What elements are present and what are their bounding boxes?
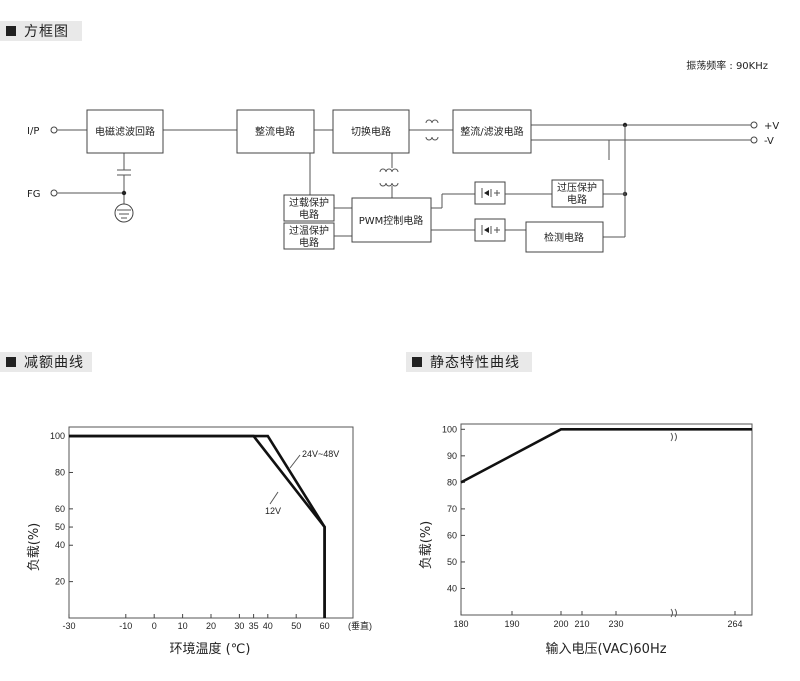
x-tick-label: 10 (178, 621, 188, 631)
static-characteristic-chart: 100 90 80 70 60 50 40 180 190 200 210 230 264 输入电压(… (419, 423, 753, 657)
section-title: 方框图 (24, 24, 69, 40)
input-terminal (50, 126, 58, 134)
square-bullet-icon (6, 357, 16, 367)
x-tick-label: 264 (727, 619, 742, 629)
square-bullet-icon (412, 357, 422, 367)
rectifier-block (236, 109, 315, 154)
y-tick-label: 20 (55, 577, 65, 587)
series-label-12v: 12V (265, 506, 281, 516)
y-tick-label: 90 (447, 451, 457, 461)
oscillation-frequency: 振荡频率 : 90KHz (686, 59, 768, 72)
switching-block (332, 109, 410, 154)
series-line-load (460, 427, 752, 484)
ground-icon (114, 203, 134, 223)
x-tick-label: 230 (608, 619, 623, 629)
rect-filter-block (452, 109, 532, 154)
x-tick-label: 35 (249, 621, 259, 631)
section-header-block-diagram: 方框图 (0, 21, 82, 41)
x-axis-label: 输入电压(VAC)60Hz (545, 641, 666, 657)
y-axis-label: 负载(%) (27, 523, 42, 572)
x-tick-label: 60 (320, 621, 330, 631)
chart-frame (460, 423, 753, 616)
x-tick-label: 50 (291, 621, 301, 631)
y-tick-label: 70 (447, 504, 457, 514)
output-negative-label: -V (764, 136, 774, 147)
x-axis-label: 环境温度 (℃) (170, 641, 251, 657)
x-tick-label: 210 (574, 619, 589, 629)
y-tick-label: 50 (447, 557, 457, 567)
y-tick-label: 60 (447, 530, 457, 540)
junction-dot (121, 190, 127, 196)
x-tick-label: 0 (152, 621, 157, 631)
x-tick-label: 200 (553, 619, 568, 629)
switching-label: 切换电路 (351, 125, 391, 138)
ovp-block (551, 179, 604, 208)
y-tick-label: 40 (447, 583, 457, 593)
x-tick-label: 180 (453, 619, 468, 629)
overtemp-protection-block (283, 222, 335, 250)
x-tick-label: 20 (206, 621, 216, 631)
overload-label: 过载保护 (289, 196, 329, 209)
x-tick-label: 190 (504, 619, 519, 629)
detection-block (525, 221, 604, 253)
optocoupler-icon (474, 218, 506, 242)
section-title: 静态特性曲线 (430, 355, 520, 371)
output-negative-terminal (750, 136, 758, 144)
pwm-control-block (351, 197, 432, 243)
y-axis-label: 负载(%) (419, 521, 434, 570)
square-bullet-icon (6, 26, 16, 36)
x-unit-note: (垂直) (348, 620, 372, 631)
fg-terminal (50, 189, 58, 197)
series-label-24-48v: 24V~48V (302, 449, 339, 459)
ovp-label: 过压保护 (557, 181, 597, 194)
optocoupler-icon (474, 181, 506, 205)
y-tick-label: 80 (447, 477, 457, 487)
ovp-label: 电路 (567, 193, 587, 206)
output-positive-label: +V (764, 121, 779, 132)
x-tick-label: -10 (119, 621, 132, 631)
rect-filter-label: 整流/滤波电路 (460, 125, 523, 138)
derating-chart: 100 80 60 50 40 20 -30 -10 0 10 20 30 35 40 50 60 (垂直)… (27, 426, 372, 657)
output-positive-terminal (750, 121, 758, 129)
series-line-24-48v (69, 434, 326, 618)
overtemp-label: 过温保护 (289, 224, 329, 237)
input-label: I/P (27, 126, 39, 137)
rectifier-label: 整流电路 (255, 125, 295, 138)
emi-filter-block (86, 109, 164, 154)
x-tick-label: 40 (263, 621, 273, 631)
section-header-static: 静态特性曲线 (406, 352, 532, 372)
y-tick-label: 80 (55, 467, 65, 477)
axis-break-icon (670, 432, 677, 618)
series-leader-line (289, 454, 301, 469)
block-diagram: 振荡频率 : 90KHz I/P FG 电磁滤波回路 整流电路 (27, 59, 779, 253)
transformer-icon (425, 119, 443, 141)
section-title: 减额曲线 (24, 355, 84, 371)
overload-label: 电路 (299, 208, 319, 221)
x-tick-label: -30 (62, 621, 75, 631)
series-leader-line (269, 491, 279, 505)
detection-label: 检测电路 (544, 231, 584, 244)
transformer-icon (379, 168, 399, 187)
y-tick-label: 100 (50, 431, 65, 441)
overtemp-label: 电路 (299, 236, 319, 249)
pwm-label: PWM控制电路 (359, 214, 424, 227)
fg-label: FG (27, 189, 41, 200)
x-tick-label: 30 (234, 621, 244, 631)
series-line-12v (69, 434, 326, 618)
y-tick-label: 50 (55, 522, 65, 532)
y-tick-label: 100 (442, 424, 457, 434)
y-tick-label: 40 (55, 540, 65, 550)
section-header-derating: 减额曲线 (0, 352, 92, 372)
y-tick-label: 60 (55, 504, 65, 514)
emi-filter-label: 电磁滤波回路 (95, 125, 155, 138)
